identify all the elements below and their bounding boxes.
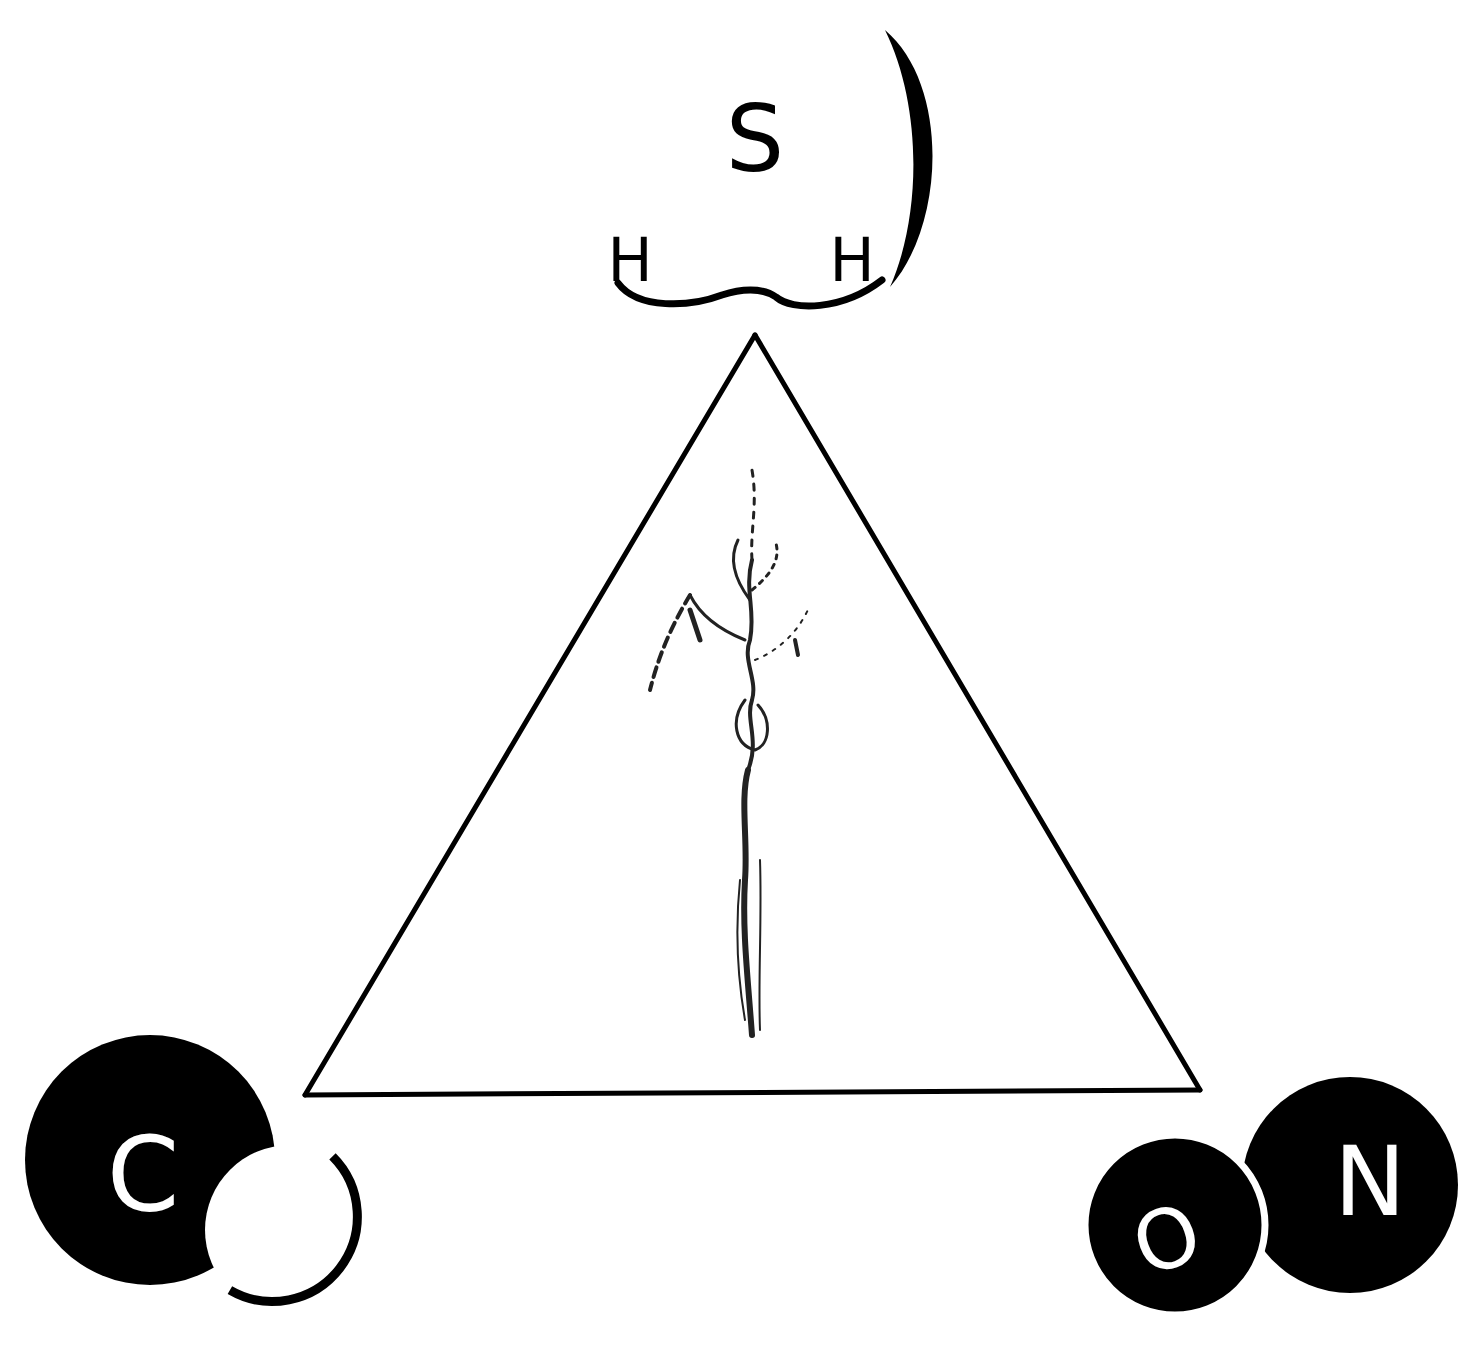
molecule-no: ON <box>1085 1090 1460 1325</box>
triangle-side <box>755 335 1200 1090</box>
atom-symbol: N <box>1334 1134 1406 1230</box>
triangle-side <box>305 335 755 1095</box>
molecule-h2s: SHH <box>590 25 920 335</box>
atom-symbol: S <box>726 94 784 186</box>
atom-symbol: H <box>829 230 874 290</box>
atom-symbol: C <box>107 1123 180 1227</box>
atom-symbol: H <box>607 230 652 290</box>
plant-strokes <box>650 470 810 1035</box>
molecule-co: C <box>25 1030 305 1310</box>
triangle-side <box>305 1090 1200 1095</box>
